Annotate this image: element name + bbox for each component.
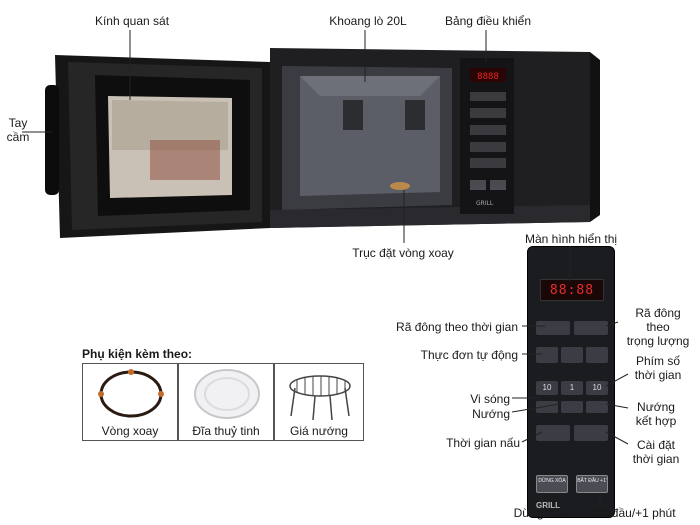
number-key-1[interactable]: 10 <box>536 381 558 395</box>
label-glass: Kính quan sát <box>94 14 170 28</box>
glass-plate-icon <box>194 369 260 419</box>
label-grill: Nướng <box>472 407 510 421</box>
accessories-title: Phụ kiện kèm theo: <box>82 347 193 361</box>
panel-auto-menu-row <box>536 347 608 363</box>
grill-button[interactable] <box>561 401 583 413</box>
grill-rack-icon <box>289 375 351 421</box>
label-micro: Vi sóng <box>470 392 510 406</box>
panel-time-row <box>536 425 608 441</box>
accessory-plate: Đĩa thuỷ tinh <box>178 363 274 441</box>
accessory-rack-caption: Giá nướng <box>290 424 348 438</box>
panel-number-row: 10 1 10 <box>536 381 608 395</box>
label-cook-time: Thời gian nấu <box>446 436 520 450</box>
panel-display: 88:88 <box>540 279 604 301</box>
label-set-time: Cài đặt thời gian <box>632 438 680 466</box>
panel-mode-row <box>536 401 608 413</box>
cook-time-button[interactable] <box>536 425 570 441</box>
label-combo: Nướng kết hợp <box>635 400 677 428</box>
accessory-rack: Giá nướng <box>274 363 364 441</box>
set-time-button[interactable] <box>574 425 608 441</box>
panel-defrost-row <box>536 321 608 335</box>
label-defrost-time: Rã đông theo thời gian <box>396 320 518 334</box>
label-stop: Dừng/Xóa <box>513 506 569 520</box>
label-number-keys: Phím số thời gian <box>634 354 682 382</box>
defrost-weight-button[interactable] <box>574 321 608 335</box>
label-control-panel: Bảng điều khiển <box>444 14 532 28</box>
panel-display-digits: 88:88 <box>549 283 595 298</box>
stop-button[interactable]: DỪNG XÓA <box>536 475 568 493</box>
micro-button[interactable] <box>536 401 558 413</box>
label-start: Bắt đầu/+1 phút <box>590 506 676 520</box>
turntable-ring-icon <box>98 369 164 418</box>
label-defrost-weight: Rã đông theo trọng lượng <box>626 306 690 348</box>
defrost-time-button[interactable] <box>536 321 570 335</box>
accessory-ring: Vòng xoay <box>82 363 178 441</box>
label-cavity: Khoang lò 20L <box>329 14 407 28</box>
auto-menu-button-1[interactable] <box>536 347 558 363</box>
accessory-ring-caption: Vòng xoay <box>101 424 159 438</box>
control-panel-closeup: 88:88 10 1 10 DỪNG XÓA BẮT ĐẦU +1' GRILL <box>527 246 615 518</box>
number-key-2[interactable]: 1 <box>561 381 583 395</box>
label-display: Màn hình hiển thị <box>524 232 618 246</box>
panel-brand: GRILL <box>536 501 560 510</box>
svg-text:GRILL: GRILL <box>476 200 494 207</box>
combo-button[interactable] <box>586 401 608 413</box>
number-key-3[interactable]: 10 <box>586 381 608 395</box>
accessory-plate-caption: Đĩa thuỷ tinh <box>192 424 260 438</box>
label-handle: Tay cầm <box>6 116 30 144</box>
label-auto-menu: Thực đơn tự động <box>420 348 518 362</box>
auto-menu-button-3[interactable] <box>586 347 608 363</box>
auto-menu-button-2[interactable] <box>561 347 583 363</box>
start-button[interactable]: BẮT ĐẦU +1' <box>576 475 608 493</box>
svg-text:8888: 8888 <box>477 72 499 82</box>
label-turntable: Trục đặt vòng xoay <box>352 246 454 260</box>
